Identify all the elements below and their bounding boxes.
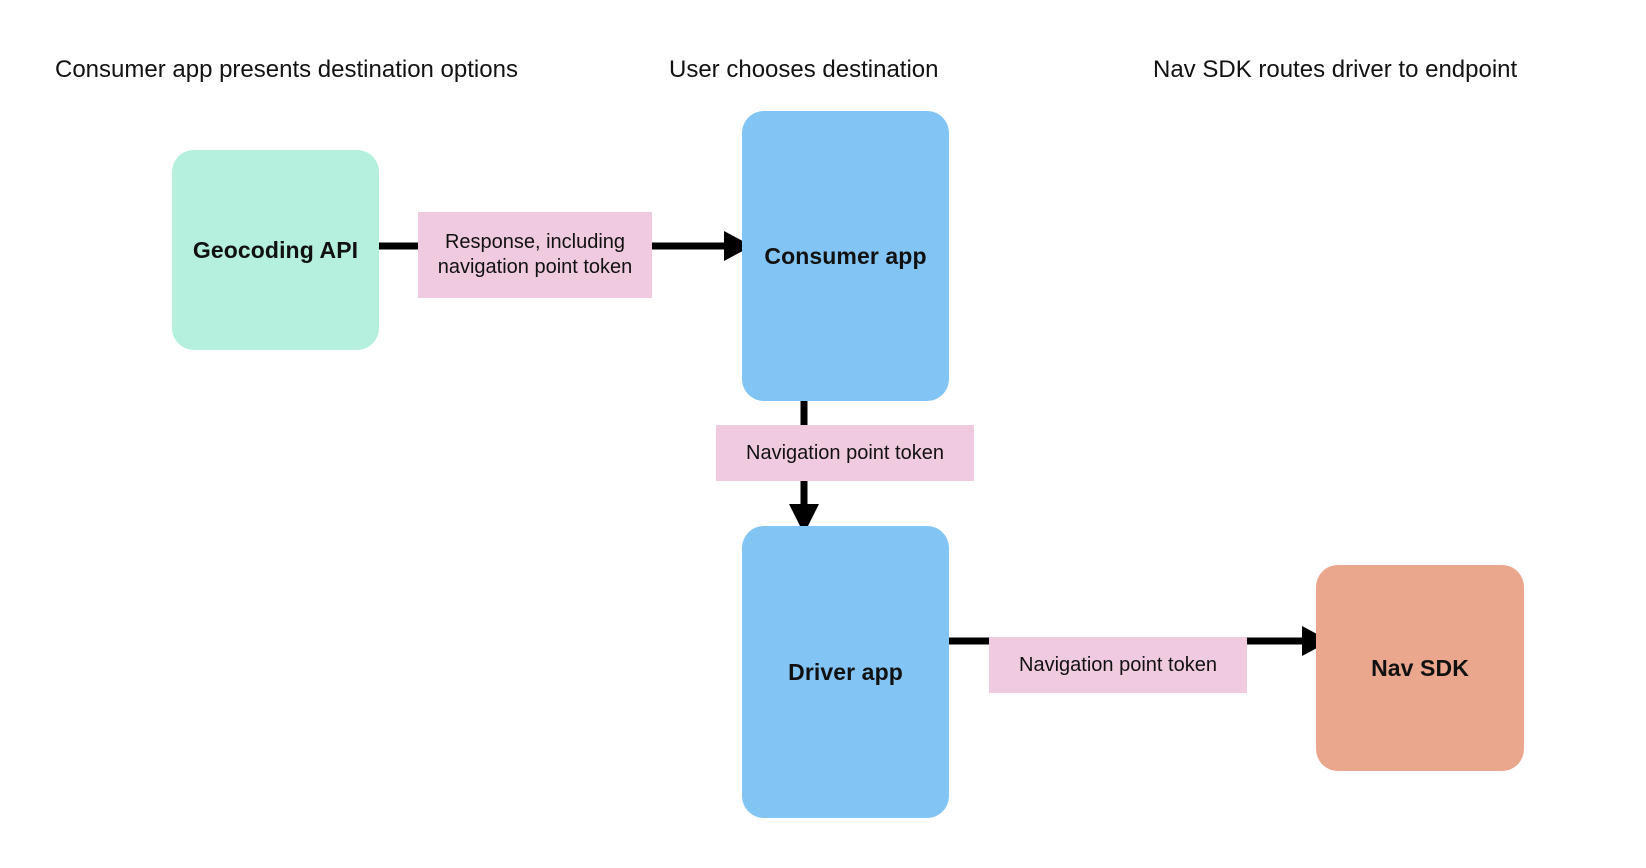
column-heading-user-chooses: User chooses destination [669, 56, 939, 83]
node-consumer-app-label: Consumer app [764, 243, 927, 269]
node-geocoding-api-label: Geocoding API [192, 237, 359, 263]
node-consumer-app[interactable]: Consumer app [742, 111, 949, 401]
edge-label-navigation-point-token-vertical: Navigation point token [716, 425, 974, 481]
edge-label-navigation-point-token-horizontal-text: Navigation point token [1019, 653, 1217, 676]
node-nav-sdk-label: Nav SDK [1371, 655, 1469, 681]
edge-label-navigation-point-token-vertical-text: Navigation point token [746, 441, 944, 464]
node-nav-sdk[interactable]: Nav SDK [1316, 565, 1524, 771]
edge-label-response-including-navigation-point-token: Response, including navigation point tok… [418, 212, 652, 298]
node-geocoding-api[interactable]: Geocoding API [172, 150, 379, 350]
column-heading-nav-sdk: Nav SDK routes driver to endpoint [1153, 56, 1518, 83]
node-driver-app-label: Driver app [788, 659, 903, 685]
edge-label-response-text: Response, including navigation point tok… [437, 231, 633, 278]
column-heading-consumer-app: Consumer app presents destination option… [55, 56, 518, 83]
node-driver-app[interactable]: Driver app [742, 526, 949, 818]
edge-label-navigation-point-token-horizontal: Navigation point token [989, 637, 1247, 693]
